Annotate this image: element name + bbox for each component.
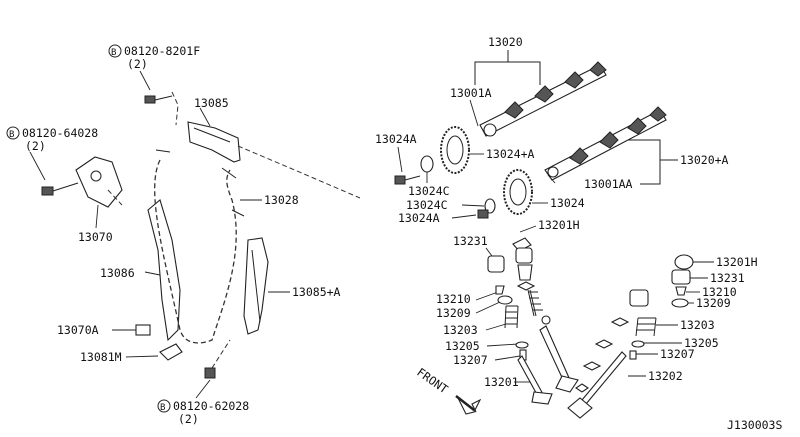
- svg-text:13202: 13202: [648, 369, 683, 383]
- svg-text:13081M: 13081M: [80, 350, 122, 364]
- bolt-top: [139, 70, 179, 126]
- valve-stack-exhaust: 13201H 13231 13210 13209 13203 13205 132…: [567, 254, 758, 419]
- svg-text:13028: 13028: [264, 193, 299, 207]
- tensioner-arm-13086: 13086: [100, 199, 181, 342]
- svg-text:13024C: 13024C: [406, 198, 448, 212]
- svg-text:08120-8201F: 08120-8201F: [124, 44, 200, 58]
- svg-text:13209: 13209: [696, 296, 731, 310]
- svg-text:13020: 13020: [488, 35, 523, 49]
- svg-text:13001AA: 13001AA: [584, 177, 633, 191]
- svg-text:13085: 13085: [194, 96, 229, 110]
- svg-text:13205: 13205: [684, 336, 719, 350]
- svg-text:B: B: [160, 403, 165, 413]
- svg-text:13205: 13205: [445, 339, 480, 353]
- svg-text:13210: 13210: [702, 285, 737, 299]
- camshaft-group-label: 13020 13001A: [450, 35, 541, 127]
- svg-text:B: B: [9, 130, 14, 140]
- timing-chain-13028: 13028: [154, 149, 299, 344]
- svg-text:13070A: 13070A: [57, 323, 99, 337]
- camshaft-13020A: 13020+A 13001AA: [544, 106, 729, 191]
- svg-text:13207: 13207: [453, 353, 488, 367]
- bolt-13024A-top: 13024A: [375, 132, 421, 185]
- svg-text:13209: 13209: [436, 306, 471, 320]
- chain-guide-13085: 13085: [187, 96, 361, 199]
- chain-tensioner-13070: 13070: [75, 156, 123, 244]
- svg-text:13231: 13231: [453, 234, 488, 248]
- svg-text:13020+A: 13020+A: [680, 153, 729, 167]
- svg-text:13203: 13203: [443, 323, 478, 337]
- valve-stack-intake: 13201H 13231 13210 13209 13203 13205 132…: [436, 218, 580, 405]
- bolt-13024A-bottom: 13024A: [398, 209, 489, 225]
- svg-text:13231: 13231: [710, 271, 745, 285]
- figure-code: J130003S: [727, 418, 782, 432]
- svg-text:08120-64028: 08120-64028: [22, 126, 98, 140]
- svg-text:13024+A: 13024+A: [486, 147, 535, 161]
- bolt-callout-left: B 08120-64028 (2): [6, 126, 98, 153]
- svg-text:13203: 13203: [680, 318, 715, 332]
- svg-text:(2): (2): [25, 139, 46, 153]
- chain-guide-13085A: 13085+A: [243, 237, 341, 335]
- front-arrow: FRONT: [414, 365, 482, 415]
- svg-text:13070: 13070: [78, 230, 113, 244]
- washer-13024C-a: 13024C: [408, 155, 450, 198]
- sprocket-13024A: 13024+A: [440, 126, 535, 174]
- bolt-callout-top: B 08120-8201F (2): [108, 44, 200, 71]
- svg-text:FRONT: FRONT: [414, 365, 450, 396]
- svg-text:13201H: 13201H: [716, 255, 758, 269]
- camshaft-13020: [479, 61, 607, 137]
- svg-text:13024: 13024: [550, 196, 585, 210]
- svg-text:13207: 13207: [660, 347, 695, 361]
- svg-text:B: B: [111, 48, 116, 58]
- svg-text:08120-62028: 08120-62028: [173, 399, 249, 413]
- svg-text:(2): (2): [127, 57, 148, 71]
- svg-text:13210: 13210: [436, 292, 471, 306]
- seal-13081M: 13081M: [80, 343, 183, 364]
- svg-text:13085+A: 13085+A: [292, 285, 341, 299]
- bolt-callout-bottom: B 08120-62028 (2): [157, 399, 249, 426]
- sprocket-13024: 13024: [503, 169, 585, 215]
- svg-text:13024C: 13024C: [408, 184, 450, 198]
- svg-text:13086: 13086: [100, 266, 135, 280]
- svg-text:13201H: 13201H: [538, 218, 580, 232]
- svg-text:13001A: 13001A: [450, 86, 492, 100]
- svg-text:13024A: 13024A: [398, 211, 440, 225]
- svg-text:13024A: 13024A: [375, 132, 417, 146]
- bolt-left: [29, 151, 79, 196]
- svg-text:13201: 13201: [484, 375, 519, 389]
- svg-text:(2): (2): [178, 412, 199, 426]
- plug-13070A: 13070A: [57, 323, 151, 337]
- bolt-bottom: [195, 339, 231, 399]
